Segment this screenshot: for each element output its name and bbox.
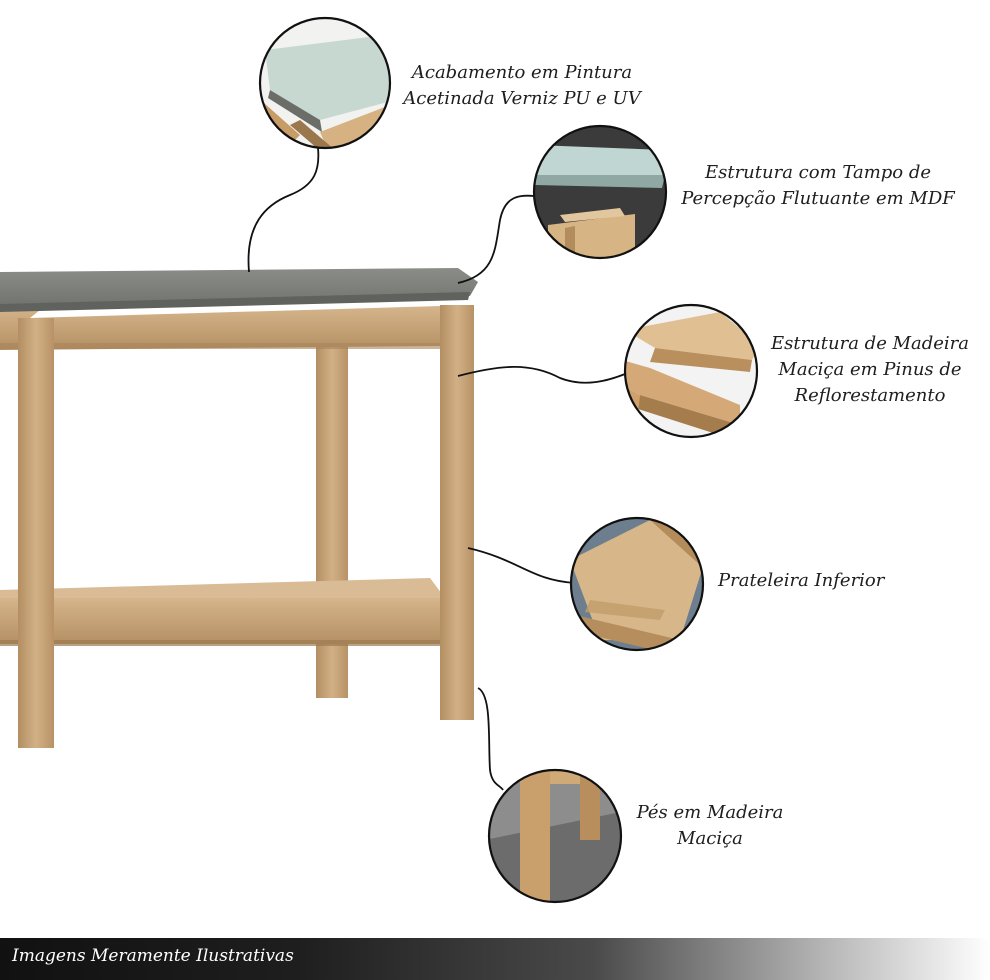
callout-finish-line-1: Acabamento em Pintura [411, 62, 633, 83]
callout-top: Estrutura com Tampo de Percepção Flutuan… [678, 160, 958, 212]
detail-circle-finish [258, 16, 392, 150]
front-leg-right [440, 305, 474, 720]
callout-feet: Pés em Madeira Maciça [625, 800, 795, 852]
callout-feet-line-2: Maciça [677, 828, 743, 849]
callout-wood-line-2: Maciça em Pinus de [778, 359, 962, 380]
table [0, 268, 478, 748]
connector-lines [247, 147, 626, 791]
detail-circle-shelf [569, 516, 705, 652]
lower-shelf [0, 578, 445, 604]
footer-bar: Imagens Meramente Ilustrativas [0, 938, 990, 980]
shelf-front-rail [0, 598, 448, 644]
callout-finish: Acabamento em Pintura Acetinada Verniz P… [402, 60, 642, 112]
callout-shelf: Prateleira Inferior [718, 568, 884, 594]
detail-circle-wood [623, 303, 759, 439]
callout-top-line-1: Estrutura com Tampo de [704, 162, 932, 183]
callout-wood-line-1: Estrutura de Madeira [770, 333, 970, 354]
callout-shelf-line-1: Prateleira Inferior [718, 570, 885, 591]
detail-circle-feet [487, 768, 623, 904]
callout-wood: Estrutura de Madeira Maciça em Pinus de … [760, 331, 980, 409]
callout-wood-line-3: Reflorestamento [794, 385, 946, 406]
detail-circle-top [532, 124, 668, 260]
callout-feet-line-1: Pés em Madeira [636, 802, 784, 823]
front-leg-left [18, 318, 54, 748]
footer-disclaimer: Imagens Meramente Ilustrativas [12, 946, 294, 966]
callout-top-line-2: Percepção Flutuante em MDF [681, 188, 955, 209]
apron [0, 306, 440, 350]
callout-finish-line-2: Acetinada Verniz PU e UV [403, 88, 641, 109]
